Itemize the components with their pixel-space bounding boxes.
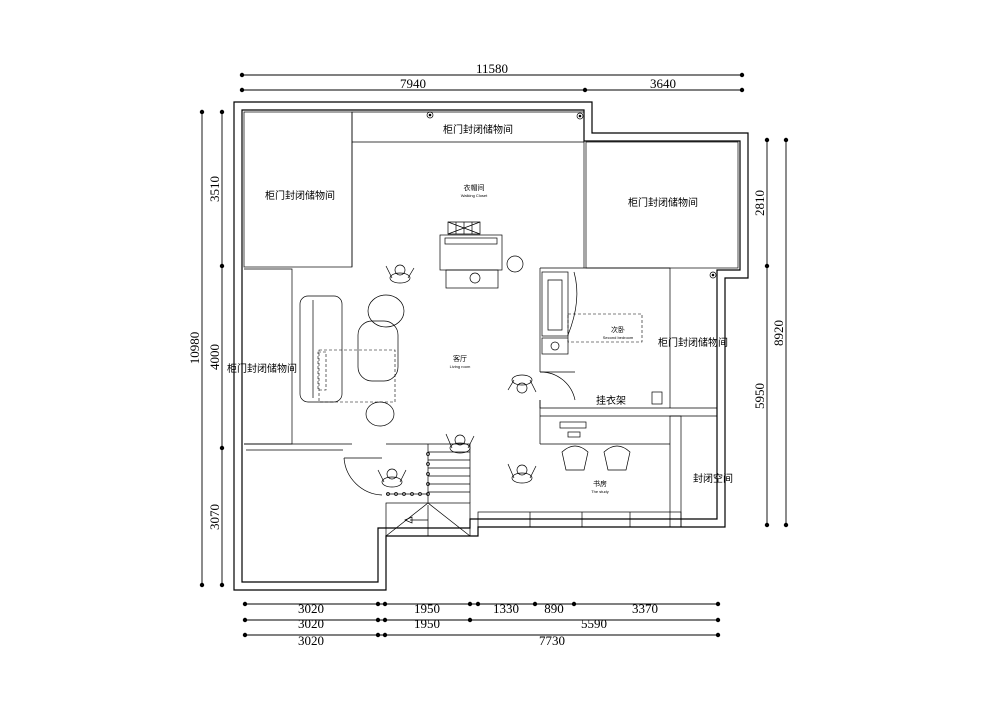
dim-bottom-r2-1: 3020 (298, 616, 324, 631)
dim-right-top: 2810 (752, 190, 767, 216)
dim-bottom-r3-2: 7730 (539, 633, 565, 648)
dim-bottom-r3-1: 3020 (298, 633, 324, 648)
label-storage-right: 柜门封闭储物间 (658, 336, 728, 349)
staircase (385, 451, 471, 537)
label-study-en: The study (591, 489, 609, 494)
dimension-lines (199, 72, 789, 638)
label-storage-top-right: 柜门封闭储物间 (628, 196, 698, 209)
label-bedroom-cn: 次卧 (611, 325, 625, 334)
closet-furniture (439, 221, 503, 289)
dim-top-total: 11580 (476, 61, 508, 76)
label-walkin-en: Walking Closet (461, 193, 488, 198)
dim-top-right: 3640 (650, 76, 676, 91)
label-bedroom-en: Second bedroom (603, 335, 634, 340)
label-living-en: Living room (450, 364, 471, 369)
bedroom-furniture (541, 271, 663, 405)
label-study-cn: 书房 (593, 479, 607, 488)
dim-bottom-r1-3: 1330 (493, 601, 519, 616)
label-storage-top-left: 柜门封闭储物间 (265, 189, 335, 202)
dim-bottom-r1-4: 890 (544, 601, 564, 616)
dim-left-bottom: 3070 (207, 504, 222, 530)
dim-left-mid: 4000 (207, 344, 222, 370)
dim-left-top: 3510 (207, 176, 222, 202)
label-coat-rack: 挂衣架 (596, 394, 626, 407)
dim-bottom-r1-1: 3020 (298, 601, 324, 616)
dim-right-total: 8920 (771, 320, 786, 346)
doors (343, 371, 576, 496)
dim-bottom-r2-3: 5590 (581, 616, 607, 631)
label-storage-top: 柜门封闭储物间 (443, 123, 513, 136)
label-walkin-cn: 衣帽间 (464, 183, 485, 192)
people-figures (377, 264, 537, 488)
dim-bottom-r2-2: 1950 (414, 616, 440, 631)
label-living-cn: 客厅 (453, 354, 467, 363)
dim-top-left: 7940 (400, 76, 426, 91)
label-storage-left: 柜门封闭储物间 (227, 362, 297, 375)
dim-bottom-r1-2: 1950 (414, 601, 440, 616)
dim-right-bottom: 5950 (752, 383, 767, 409)
wall-fixtures (426, 111, 717, 279)
label-closed-space: 封闭空间 (693, 472, 733, 485)
dim-bottom-r1-5: 3370 (632, 601, 658, 616)
study-furniture (559, 421, 631, 471)
dim-left-total: 10980 (187, 332, 202, 365)
living-furniture (299, 294, 405, 427)
